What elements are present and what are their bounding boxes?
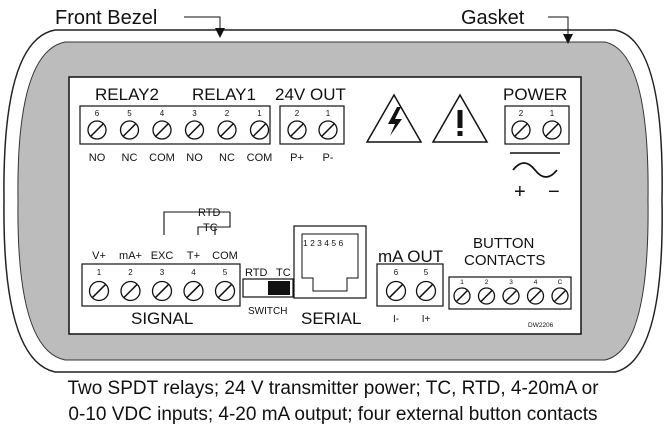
24v-terminal-number: 2	[295, 109, 300, 118]
selector-rtd-label: RTD	[198, 207, 220, 219]
power-minus: −	[548, 181, 560, 203]
relay-terminal-label: COM	[247, 152, 273, 164]
24v-terminal-label: P-	[323, 152, 334, 164]
relay-terminal-label: NC	[219, 152, 235, 164]
button-contacts-title-2: CONTACTS	[464, 252, 545, 269]
signal-labels: V+ mA+ EXC T+ COM	[92, 250, 238, 262]
button-contact-number: 1	[460, 279, 464, 286]
button-contacts-title-1: BUTTON	[473, 235, 534, 252]
caption-line-1: Two SPDT relays; 24 V transmitter power;…	[67, 378, 599, 399]
signal-terminal-number: 1	[97, 268, 102, 277]
relay-terminal-number: 6	[95, 109, 100, 118]
signal-screws: 1 2 3 4 5	[88, 268, 236, 302]
front-bezel-label: Front Bezel	[55, 7, 157, 29]
24v-screws: 2P+ 1P-	[287, 109, 338, 164]
signal-terminal-label: COM	[212, 250, 238, 262]
relay1-title: RELAY1	[192, 85, 256, 104]
caption-line-2: 0-10 VDC inputs; 4-20 mA output; four ex…	[68, 404, 598, 425]
signal-terminal-number: 5	[223, 268, 228, 277]
switch-tc-label: TC	[276, 267, 291, 279]
ma-out-terminal-number: 5	[424, 268, 429, 277]
gasket-leader	[548, 16, 569, 36]
relay-terminal-number: 2	[225, 109, 230, 118]
24v-out-title: 24V OUT	[275, 85, 346, 104]
24v-terminal-label: P+	[290, 152, 304, 164]
ma-out-title: mA OUT	[378, 247, 443, 266]
relay-terminal-number: 5	[127, 109, 132, 118]
gasket-label: Gasket	[461, 7, 525, 29]
ma-out-terminal-number: 6	[394, 268, 399, 277]
power-plus: +	[514, 181, 526, 203]
power-title: POWER	[503, 85, 567, 104]
selector-tc-label: TC	[203, 222, 218, 234]
serial-port-socket	[301, 233, 359, 292]
signal-terminal-label: EXC	[151, 250, 174, 262]
relay-terminal-label: NO	[89, 152, 106, 164]
switch-title: SWITCH	[248, 306, 287, 317]
ma-out-screws: 6I- 5I+	[385, 268, 437, 325]
button-contact-number: 4	[534, 279, 538, 286]
power-terminal-number: 2	[519, 109, 524, 118]
button-contact-number: 3	[509, 279, 513, 286]
drawing-number: DW2206	[528, 322, 554, 329]
relay-terminal-number: 3	[192, 109, 197, 118]
relay-terminal-label: NO	[186, 152, 203, 164]
ac-wave-icon	[512, 162, 558, 178]
signal-title: SIGNAL	[131, 309, 193, 328]
signal-terminal-number: 4	[191, 268, 196, 277]
relay-terminal-label: NC	[122, 152, 138, 164]
switch-rtd-label: RTD	[245, 267, 267, 279]
24v-terminal-number: 1	[326, 109, 331, 118]
signal-terminal-label: V+	[92, 250, 106, 262]
relay-terminal-label: COM	[149, 152, 175, 164]
signal-terminal-label: mA+	[119, 250, 142, 262]
ma-out-terminal-label: I+	[422, 314, 431, 325]
signal-terminal-label: T+	[187, 250, 200, 262]
button-contact-screws: 1 2 3 4 C	[453, 279, 569, 305]
button-contact-number: C	[558, 279, 563, 286]
relay-terminal-number: 1	[257, 109, 262, 118]
front-bezel-leader	[184, 16, 221, 30]
relay-terminal-number: 4	[160, 109, 165, 118]
power-terminal-number: 1	[550, 109, 555, 118]
input-selector-bracket	[163, 211, 231, 235]
button-contact-number: 2	[485, 279, 489, 286]
relay2-title: RELAY2	[95, 85, 159, 104]
relay-terminal-block	[79, 105, 271, 145]
signal-terminal-number: 3	[160, 268, 165, 277]
ma-out-terminal-label: I-	[393, 314, 399, 325]
signal-terminal-number: 2	[128, 268, 133, 277]
serial-pins: 1 2 3 4 5 6	[303, 238, 343, 248]
serial-title: SERIAL	[301, 309, 361, 328]
